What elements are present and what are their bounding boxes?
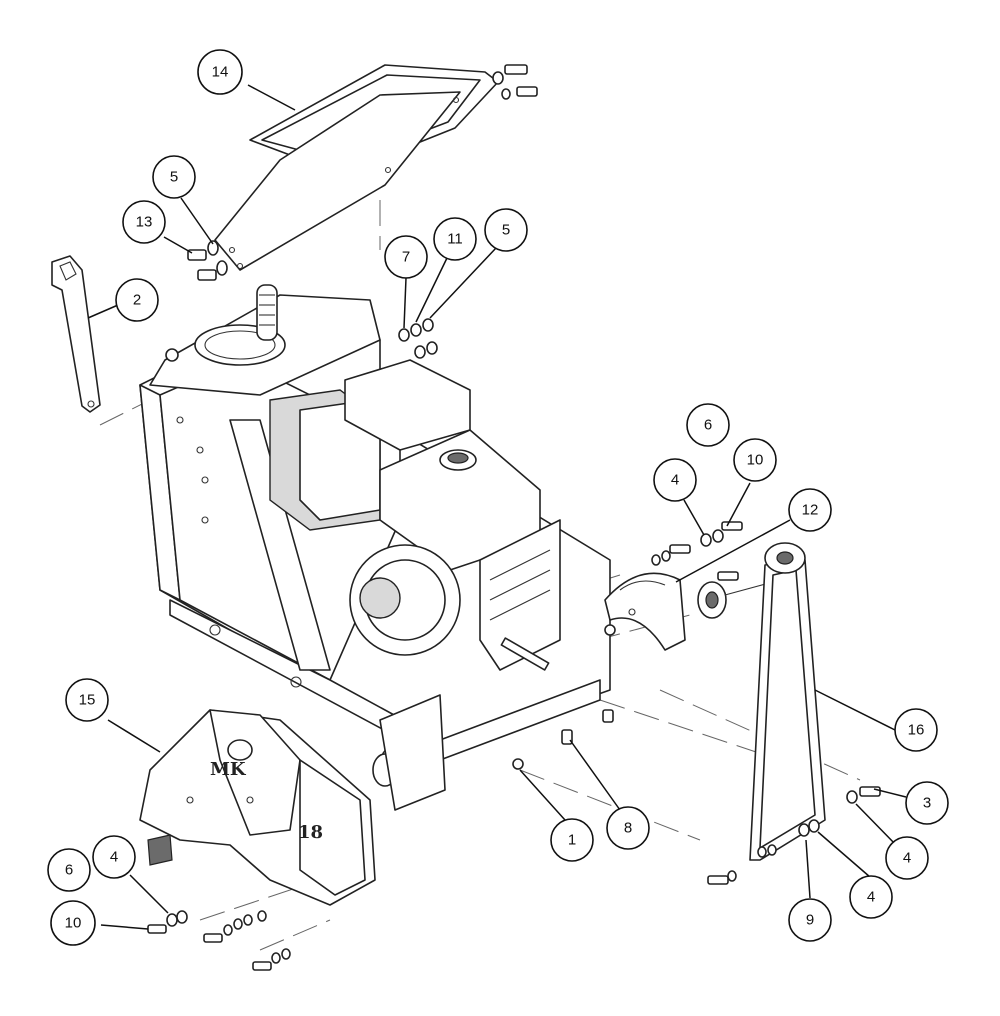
blade-guard-part-15: MK 18 — [139, 709, 376, 906]
svg-text:4: 4 — [903, 850, 911, 867]
svg-text:7: 7 — [402, 249, 410, 266]
svg-text:8: 8 — [624, 820, 632, 837]
svg-text:15: 15 — [79, 692, 96, 709]
callout-14: 14 — [197, 49, 243, 95]
svg-text:2: 2 — [133, 292, 141, 309]
wrench-part-2 — [51, 255, 101, 413]
callout-5a: 5 — [152, 155, 196, 199]
callout-3: 3 — [905, 781, 949, 825]
svg-text:14: 14 — [212, 64, 229, 81]
callout-4d: 4 — [92, 835, 136, 879]
callout-2: 2 — [115, 278, 159, 322]
callout-8: 8 — [606, 806, 650, 850]
svg-text:5: 5 — [502, 222, 510, 239]
handle-bolts-left — [187, 240, 228, 281]
svg-text:6: 6 — [65, 862, 73, 879]
callouts: 14 5 13 2 7 11 5 6 4 10 12 — [47, 49, 949, 946]
callout-4b: 4 — [885, 836, 929, 880]
svg-text:3: 3 — [923, 795, 931, 812]
callout-16: 16 — [894, 708, 938, 752]
callout-15: 15 — [65, 678, 109, 722]
pulley — [697, 579, 781, 619]
callout-10a: 10 — [733, 438, 777, 482]
callout-12: 13 — [122, 200, 166, 244]
svg-text:10: 10 — [65, 915, 82, 932]
handle-bolts — [492, 64, 538, 100]
svg-text:11: 11 — [447, 231, 463, 248]
svg-text:16: 16 — [908, 722, 925, 739]
svg-text:4: 4 — [671, 472, 679, 489]
callout-5b: 5 — [484, 208, 528, 252]
stand-part-16 — [749, 542, 826, 861]
svg-text:4: 4 — [867, 889, 875, 906]
hardware-fasteners — [147, 318, 881, 971]
callout-7: 7 — [384, 235, 428, 279]
handle-bar-part-14 — [214, 64, 499, 271]
callout-13: 12 — [788, 488, 832, 532]
svg-text:4: 4 — [110, 849, 118, 866]
callout-6b: 6 — [47, 848, 91, 892]
callout-4c: 4 — [849, 875, 893, 919]
callout-6a: 6 — [686, 403, 730, 447]
engine — [269, 359, 561, 671]
callout-4a: 4 — [653, 458, 697, 502]
svg-text:1: 1 — [568, 832, 576, 849]
svg-text:9: 9 — [806, 912, 814, 929]
guard-size-mark: 18 — [298, 822, 323, 843]
belt-guard-part-13 — [604, 572, 686, 651]
svg-text:10: 10 — [747, 452, 764, 469]
svg-text:12: 12 — [802, 502, 819, 519]
callout-9: 9 — [788, 898, 832, 942]
blade-flange — [372, 694, 446, 811]
svg-text:5: 5 — [170, 169, 178, 186]
leader-lines — [87, 84, 907, 930]
callout-11: 11 — [433, 217, 477, 261]
svg-text:6: 6 — [704, 417, 712, 434]
callout-1: 1 — [550, 818, 594, 862]
svg-text:13: 13 — [136, 214, 153, 231]
guard-brand-mark: MK — [210, 759, 247, 780]
callout-10b: 10 — [50, 900, 96, 946]
